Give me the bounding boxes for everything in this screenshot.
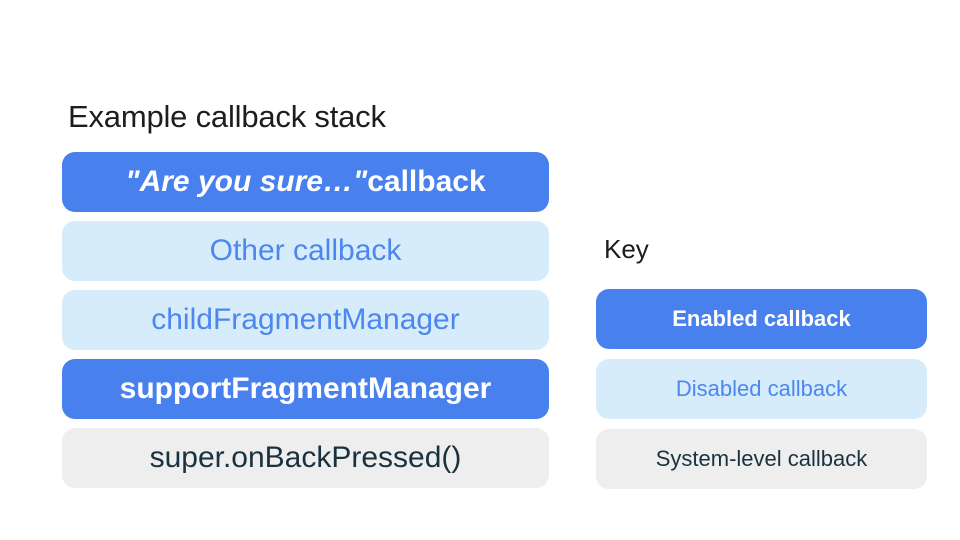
- key-item-disabled-callback: Disabled callback: [596, 359, 927, 419]
- stack-item-child-fragment-manager: childFragmentManager: [62, 290, 549, 350]
- key-heading: Key: [604, 234, 649, 264]
- callback-stack: "Are you sure…" callback Other callback …: [62, 152, 549, 488]
- stack-item-rest-text: callback: [367, 165, 486, 198]
- key-item-enabled-callback: Enabled callback: [596, 289, 927, 349]
- stack-item-quote-text: "Are you sure…": [125, 165, 368, 198]
- diagram-title: Example callback stack: [68, 99, 386, 134]
- stack-item-support-fragment-manager: supportFragmentManager: [62, 359, 549, 419]
- key-legend: Enabled callback Disabled callback Syste…: [596, 289, 927, 489]
- stack-item-other-callback: Other callback: [62, 221, 549, 281]
- key-item-system-level-callback: System-level callback: [596, 429, 927, 489]
- stack-item-super-on-back-pressed: super.onBackPressed(): [62, 428, 549, 488]
- stack-item-are-you-sure-callback: "Are you sure…" callback: [62, 152, 549, 212]
